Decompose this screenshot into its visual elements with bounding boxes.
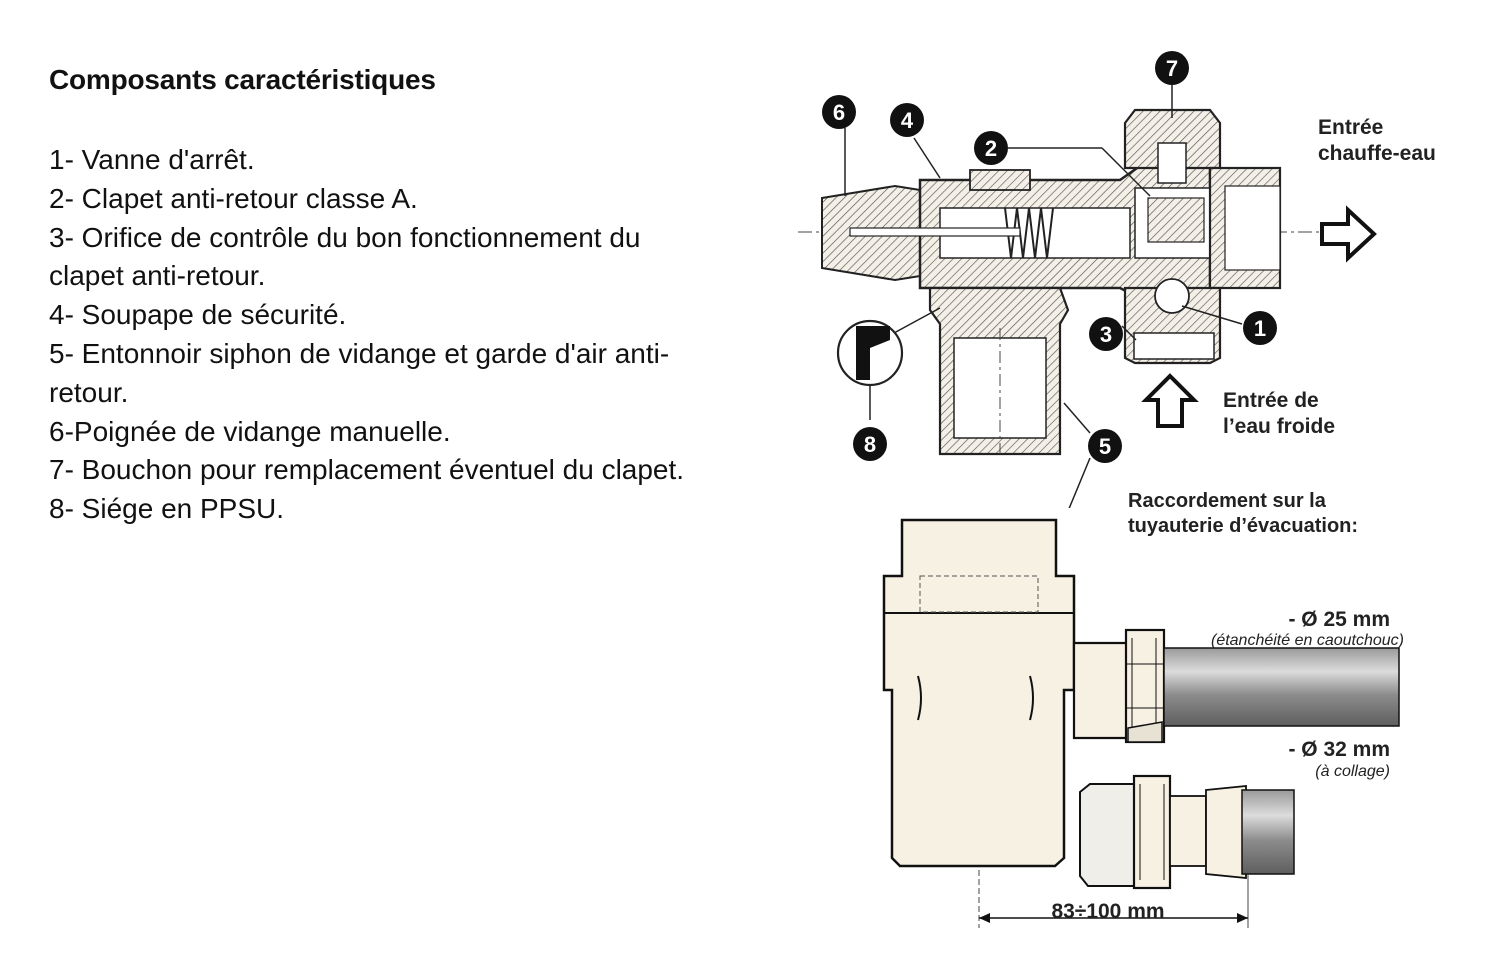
valve-section-view	[798, 58, 1360, 468]
pipe-32-label: - Ø 32 mm	[1288, 738, 1390, 761]
component-item-1: 1- Vanne d'arrêt.	[49, 144, 255, 175]
pipe-25-note: (étanchéité en caoutchouc)	[1211, 632, 1404, 649]
page-title: Composants caractéristiques	[49, 64, 436, 95]
callout-1: 1	[1181, 305, 1277, 345]
components-list: 1- Vanne d'arrêt. 2- Clapet anti-retour …	[49, 141, 689, 529]
callout-4: 4	[890, 103, 941, 179]
component-item-6: 6-Poignée de vidange manuelle.	[49, 415, 451, 447]
svg-text:7: 7	[1166, 56, 1178, 81]
safety-group-diagram: 6 4 2 7 3 1 8 5 Entrée chauffe-eau	[790, 51, 1436, 930]
siphon-connection-view	[790, 508, 1415, 930]
component-item-8: 8- Siége en PPSU.	[49, 493, 285, 525]
callout-6: 6	[822, 95, 856, 196]
inlet-arrow-icon	[1141, 373, 1199, 428]
callout-3: 3	[1089, 317, 1137, 351]
callout-8: 8	[853, 427, 887, 461]
dimension-label: 83÷100 mm	[1051, 900, 1164, 923]
svg-text:4: 4	[901, 108, 914, 133]
outlet-label: Entrée chauffe-eau	[1318, 116, 1436, 165]
svg-text:2: 2	[985, 136, 997, 161]
inlet-label: Entrée de l’eau froide	[1223, 389, 1335, 438]
svg-text:3: 3	[1100, 322, 1112, 347]
pipe-25-label: - Ø 25 mm	[1288, 608, 1390, 631]
svg-text:1: 1	[1254, 316, 1266, 341]
component-item-3: 3- Orifice de contrôle du bon fonctionne…	[49, 221, 641, 292]
outlet-arrow-icon	[1320, 205, 1377, 263]
component-item-2: 2- Clapet anti-retour classe A.	[49, 182, 418, 214]
svg-text:8: 8	[864, 432, 876, 457]
component-item-4: 4- Soupape de sécurité.	[49, 299, 347, 331]
callout-2: 2	[974, 131, 1151, 197]
connection-title: Raccordement sur la tuyauterie d’évacuat…	[1128, 490, 1358, 537]
component-item-7: 7- Bouchon pour remplacement éventuel du…	[49, 454, 685, 486]
callout-7: 7	[1155, 51, 1189, 118]
component-item-5: 5- Entonnoir siphon de vidange et garde …	[49, 337, 670, 408]
svg-text:5: 5	[1099, 434, 1111, 459]
svg-text:6: 6	[833, 100, 845, 125]
pipe-32-note: (à collage)	[1315, 763, 1390, 780]
